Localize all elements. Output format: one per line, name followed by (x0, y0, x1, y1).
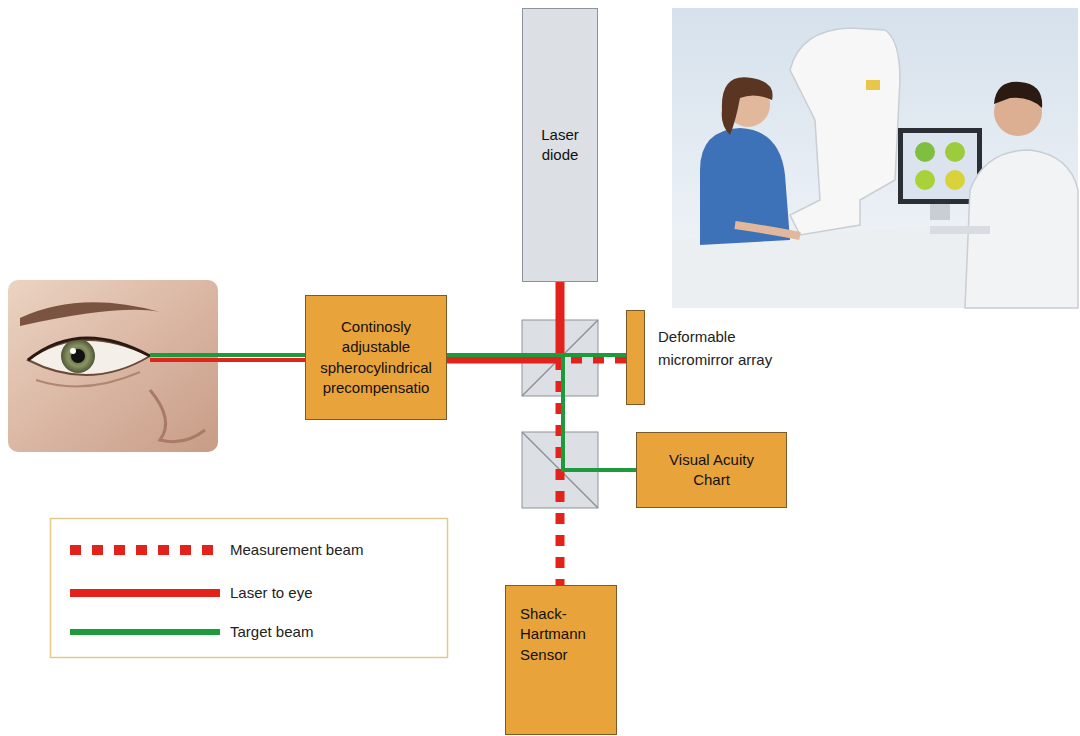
legend-label: Measurement beam (230, 540, 363, 560)
legend-entry: Measurement beam (70, 539, 363, 561)
nose-outline (150, 390, 205, 442)
instrument-housing (790, 28, 900, 235)
target-beam (447, 353, 626, 357)
legend-line-sample (70, 545, 220, 555)
measurement-beam-sample (70, 539, 222, 561)
precompensation-box: Continosly adjustable spherocylindrical … (305, 295, 447, 420)
shack-hartmann-box: Shack-Hartmann Sensor (505, 585, 617, 735)
instrument-logo (866, 80, 880, 90)
monitor-screen (903, 133, 977, 199)
micromirror-array: Deformable micromirror array (626, 310, 645, 405)
node-label: Shack-Hartmann Sensor (520, 604, 604, 665)
wavefront-map (945, 142, 965, 162)
node-label: Laser diode (528, 125, 592, 166)
node-label: Continosly adjustable spherocylindrical … (310, 317, 442, 398)
legend-entry: Laser to eye (70, 582, 313, 604)
node-label: Visual Acuity Chart (660, 450, 764, 491)
eye-photo (8, 280, 218, 452)
woman-arm (735, 225, 800, 236)
laser-diode-box: Laser diode (522, 8, 598, 282)
target-beam (447, 355, 636, 470)
legend-line-sample (70, 629, 220, 635)
legend-frame (51, 519, 448, 658)
iris (61, 339, 95, 373)
legend-entry: Target beam (70, 621, 313, 643)
laser-beam (447, 282, 560, 359)
eye-white (28, 340, 150, 375)
skin-background (8, 280, 218, 452)
wavefront-map (915, 142, 935, 162)
keyboard (930, 226, 990, 234)
target-beam-to-eye (150, 353, 305, 357)
acuity-chart-box: Visual Acuity Chart (636, 432, 787, 508)
eyelash (28, 338, 150, 360)
target-beam-sample (70, 621, 222, 643)
wavefront-map (915, 170, 935, 190)
woman-hair (722, 77, 773, 135)
wavefront-map (945, 170, 965, 190)
legend-line-sample (70, 589, 220, 597)
monitor-stand (930, 204, 950, 220)
pupil (71, 349, 85, 363)
legend-label: Laser to eye (230, 583, 313, 603)
instrument-photo (672, 8, 1078, 308)
eye-glint (70, 348, 76, 354)
eyebrow (20, 302, 160, 326)
laser-beam-sample (70, 582, 222, 604)
doctor-hair (994, 82, 1042, 108)
laser-beam-to-eye (150, 358, 305, 362)
legend-label: Target beam (230, 622, 313, 642)
photo-background (672, 8, 1078, 308)
component-label: Deformable micromirror array (658, 325, 778, 372)
lower-lid (36, 372, 140, 386)
